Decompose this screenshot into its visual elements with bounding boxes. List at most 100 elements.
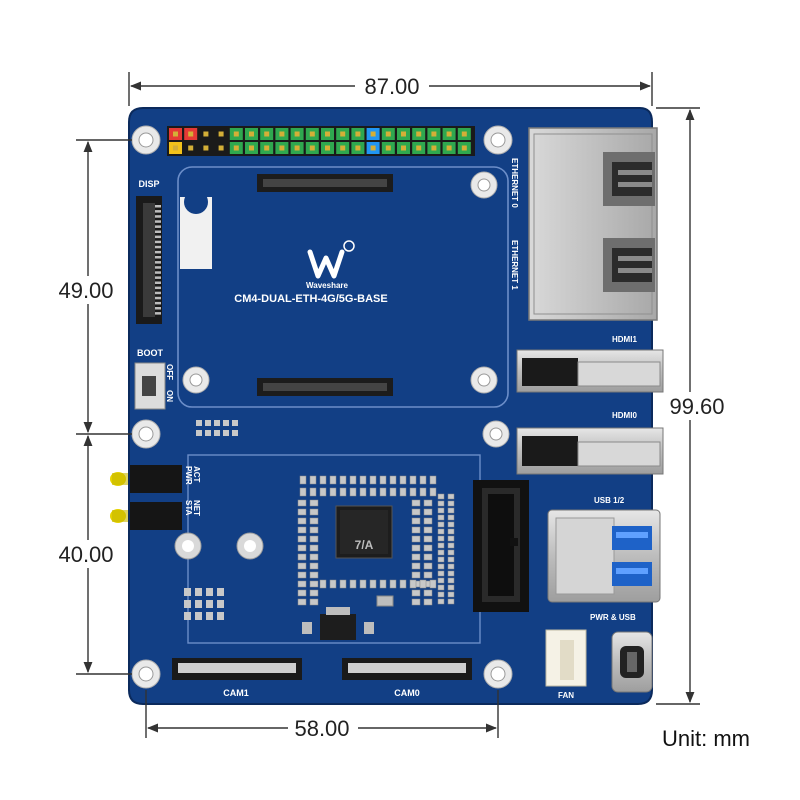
passive-component — [297, 544, 307, 552]
svg-text:7/A: 7/A — [355, 538, 374, 552]
standoff — [236, 532, 264, 560]
width-label: 87.00 — [364, 74, 419, 99]
passive-component — [369, 487, 377, 497]
passive-component — [411, 571, 421, 579]
smd-pad — [184, 588, 191, 596]
mounting-hole — [483, 659, 513, 689]
passive-component — [329, 579, 337, 589]
passive-component — [437, 563, 445, 570]
passive-component — [319, 475, 327, 485]
label-boot: BOOT — [137, 348, 164, 358]
passive-component — [319, 487, 327, 497]
passive-component — [437, 598, 445, 605]
passive-component — [309, 517, 319, 525]
disp-pin — [155, 281, 161, 284]
gpio-pin-tip — [188, 131, 194, 137]
mounting-hole — [483, 125, 513, 155]
gpio-pin-tip — [431, 131, 437, 137]
ethernet-jack[interactable] — [528, 127, 658, 321]
gpio-pin-tip — [416, 131, 422, 137]
gpio-pin-tip — [370, 131, 376, 137]
cam0-connector[interactable] — [342, 658, 472, 680]
smd-pad — [205, 430, 211, 436]
ethernet0-port[interactable] — [603, 152, 655, 206]
gpio-header — [167, 126, 475, 156]
passive-component — [369, 475, 377, 485]
smd-components — [184, 420, 238, 620]
waveshare-logo: Waveshare — [306, 240, 355, 290]
passive-component — [423, 499, 433, 507]
cam1-connector[interactable] — [172, 658, 302, 680]
passive-component — [359, 487, 367, 497]
crystal — [376, 595, 394, 607]
label-on: ON — [165, 390, 174, 402]
usb-c-power-port[interactable] — [611, 631, 653, 693]
passive-component — [309, 562, 319, 570]
smd-pad — [195, 588, 202, 596]
passive-component — [437, 570, 445, 577]
disp-pin — [155, 205, 161, 208]
passive-component — [447, 514, 455, 521]
hdmi0-port[interactable] — [516, 427, 664, 475]
gpio-pin-tip — [446, 145, 452, 151]
passive-component — [419, 487, 427, 497]
gpio-pin-tip — [340, 131, 346, 137]
ethernet1-port[interactable] — [603, 238, 655, 292]
gpio-pin-tip — [385, 131, 391, 137]
smd-pad — [195, 612, 202, 620]
passive-component — [447, 584, 455, 591]
passive-component — [309, 571, 319, 579]
led-act-pwr — [110, 465, 182, 493]
passive-component — [423, 553, 433, 561]
passive-component — [437, 500, 445, 507]
hdmi1-port[interactable] — [516, 349, 664, 393]
passive-component — [339, 487, 347, 497]
passive-component — [297, 571, 307, 579]
passive-component — [329, 475, 337, 485]
passive-component — [389, 475, 397, 485]
passive-component — [429, 487, 437, 497]
passive-component — [423, 598, 433, 606]
disp-pin — [155, 312, 161, 315]
passive-component — [309, 544, 319, 552]
smd-pad — [217, 612, 224, 620]
disp-pin — [155, 256, 161, 259]
gpio-pin-tip — [294, 131, 300, 137]
gpio-pin-tip — [294, 145, 300, 151]
disp-pin — [155, 245, 161, 249]
gpio-pin-tip — [401, 131, 406, 137]
disp-pin — [155, 240, 161, 244]
passive-component — [437, 542, 445, 549]
usb-port[interactable] — [547, 509, 661, 603]
passive-component — [309, 553, 319, 561]
boot-switch[interactable] — [134, 362, 166, 410]
fan-connector[interactable] — [545, 629, 587, 687]
label-pwr: PWR — [184, 466, 193, 485]
gpio-pin-tip — [218, 145, 224, 151]
label-cam0: CAM0 — [394, 688, 420, 698]
gpio-pin-tip — [355, 131, 361, 137]
passive-component — [437, 521, 445, 528]
gpio-pin-tip — [401, 145, 406, 151]
standoff — [174, 532, 202, 560]
gpio-pin-tip — [173, 145, 178, 151]
mounting-hole — [131, 419, 161, 449]
disp-pin — [155, 307, 161, 310]
passive-component — [447, 535, 455, 542]
unit-label: Unit: mm — [662, 726, 750, 751]
led-net-sta — [110, 502, 182, 530]
mounting-hole — [470, 171, 498, 199]
label-usb12: USB 1/2 — [594, 496, 625, 505]
passive-component — [447, 591, 455, 598]
gpio-pin-tip — [309, 131, 315, 137]
passive-component — [411, 553, 421, 561]
passive-component — [339, 475, 347, 485]
bottom-span-label-bg — [288, 714, 358, 742]
smd-pad — [217, 600, 224, 608]
passive-component — [437, 584, 445, 591]
label-net: NET — [192, 500, 201, 516]
gpio-pin-tip — [249, 131, 254, 137]
m2-slot[interactable] — [473, 480, 529, 612]
passive-component — [447, 577, 455, 584]
voltage-regulator — [302, 607, 374, 640]
